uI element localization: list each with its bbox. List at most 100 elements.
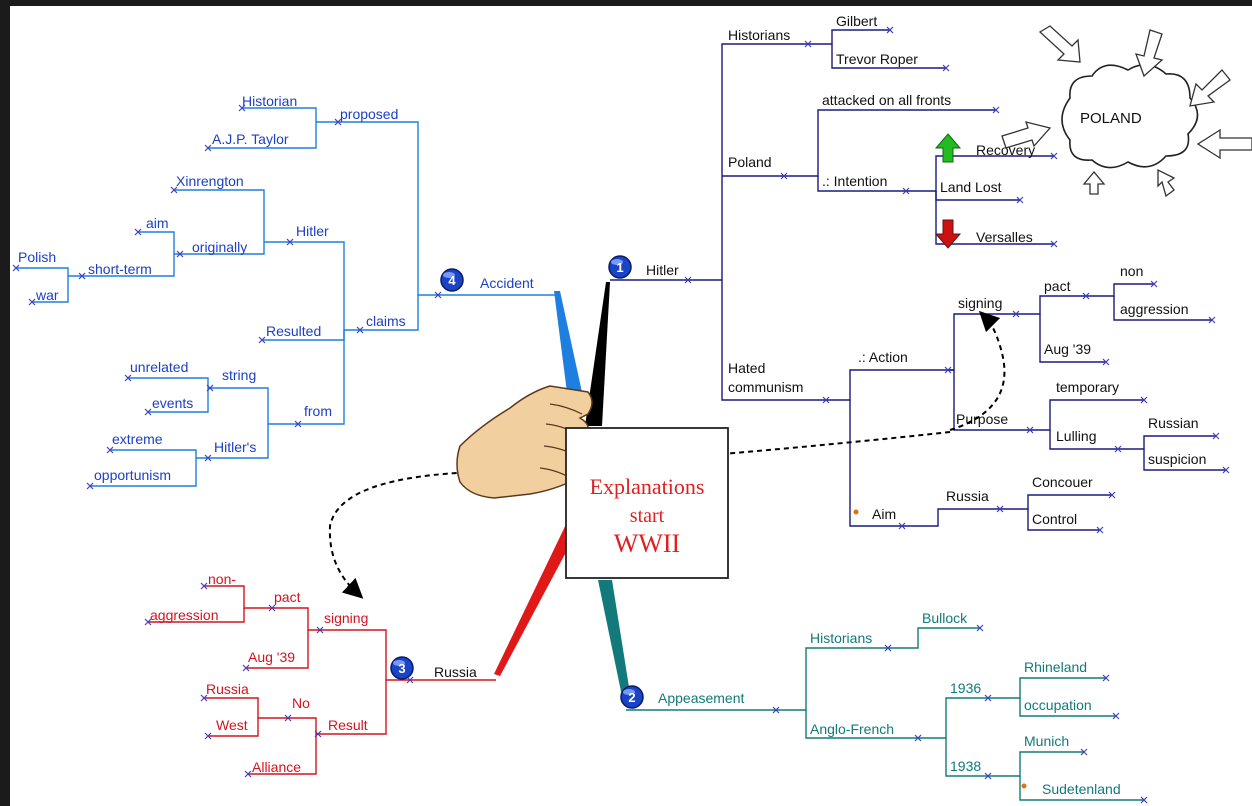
hated-line2: communism [728,379,803,395]
poland-label: Poland [728,154,772,170]
node-x-marker [286,238,294,246]
node-x-marker [200,582,208,590]
node-x-marker [1140,796,1148,804]
badge-appeasement-number: 2 [628,690,635,705]
from-label: from [304,403,332,419]
russia-branch-label: Russia [434,664,477,680]
aug39-label: Aug '39 [1044,341,1091,357]
suspicion-label: suspicion [1148,451,1206,467]
hitler-trunk [585,282,610,426]
node-x-marker [772,706,780,714]
mind-map-svg: Hitler Historians Gilbert Trevor Roper P… [12,13,1252,804]
node-x-marker [206,384,214,392]
center-title-line2: start [630,505,665,527]
node-x-marker [268,604,276,612]
temporary-label: temporary [1056,379,1119,395]
signing-label: signing [958,295,1002,311]
node-x-marker [984,772,992,780]
west-label: West [216,717,248,733]
node-x-marker [204,144,212,152]
node-x-marker [780,172,788,180]
node-x-marker [1112,712,1120,720]
ajp-taylor-label: A.J.P. Taylor [212,131,289,147]
resulted-label: Resulted [266,323,321,339]
node-x-marker [314,730,322,738]
extreme-label: extreme [112,431,163,447]
short-term-label: short-term [88,261,152,277]
accident-texts: Accident proposed Historian A.J.P. Taylo… [18,93,534,483]
node-x-marker [884,644,892,652]
hitlers-label: Hitler's [214,439,256,455]
node-x-marker [984,694,992,702]
aug39-russia-label: Aug '39 [248,649,295,665]
node-x-marker [434,291,442,299]
arrow-down-icon [934,219,962,249]
node-x-marker [204,732,212,740]
aim-label: Aim [872,506,896,522]
xinrengton-label: Xinrengton [176,173,244,189]
arrow-n-icon [1134,29,1164,78]
badge-accident: 4 [440,268,464,292]
historian-gilbert: Gilbert [836,13,877,29]
badge-accident-number: 4 [448,273,456,288]
node-x-marker [1222,466,1230,474]
pact-russia-label: pact [274,589,301,605]
recovery-label: Recovery [976,142,1035,158]
attacked-on-all-fronts: attacked on all fronts [822,92,951,108]
aim-accident-label: aim [146,215,169,231]
node-x-marker [244,770,252,778]
node-x-marker [28,298,36,306]
node-x-marker [944,366,952,374]
arrow-nw-icon [1038,25,1081,63]
arrow-ne-icon [1189,69,1231,107]
alliance-label: Alliance [252,759,301,775]
node-x-marker [176,250,184,258]
node-x-marker [144,408,152,416]
claims-label: claims [366,313,406,329]
cloud-label: POLAND [1080,110,1142,127]
non-russia-label: non- [208,571,236,587]
node-x-marker [902,187,910,195]
year-1936-label: 1936 [950,680,981,696]
orange-mark-sudetenland [1021,783,1027,789]
concouer-label: Concouer [1032,474,1093,490]
orange-mark-aim [853,509,859,515]
node-x-marker [134,228,142,236]
appeasement-label: Appeasement [658,690,745,706]
no-label: No [292,695,310,711]
action-label: .: Action [858,349,908,365]
arrow-s-icon [1082,170,1106,195]
node-x-marker [12,264,20,272]
node-x-marker [898,522,906,530]
node-x-marker [684,276,692,284]
arrow-se-icon [1157,168,1176,198]
center-topic: Explanations start WWII [565,427,729,579]
center-box [565,427,729,579]
node-x-marker [1080,748,1088,756]
control-label: Control [1032,511,1077,527]
russia-result-label: Russia [206,681,249,697]
historian-trevor-roper: Trevor Roper [836,51,918,67]
mind-map-canvas: Hitler Historians Gilbert Trevor Roper P… [10,6,1252,806]
opportunism-label: opportunism [94,467,171,483]
accident-label: Accident [480,275,534,291]
historian-label: Historian [242,93,297,109]
node-x-marker [334,118,342,126]
node-x-marker [1212,432,1220,440]
war-label: war [35,287,59,303]
node-x-marker [204,454,212,462]
badge-appeasement: 2 [620,685,644,709]
center-title-line3: WWII [614,529,680,558]
aggression-russia-label: aggression [150,607,219,623]
bullock-label: Bullock [922,610,968,626]
cloud-shape-icon [1061,64,1199,169]
node-x-marker [1140,396,1148,404]
arrow-e-icon [1196,128,1252,160]
hated-line1: Hated [728,360,765,376]
node-x-marker [992,106,1000,114]
node-x-marker [1208,316,1216,324]
rhineland-label: Rhineland [1024,659,1087,675]
node-x-marker [258,336,266,344]
node-x-marker [1016,196,1024,204]
